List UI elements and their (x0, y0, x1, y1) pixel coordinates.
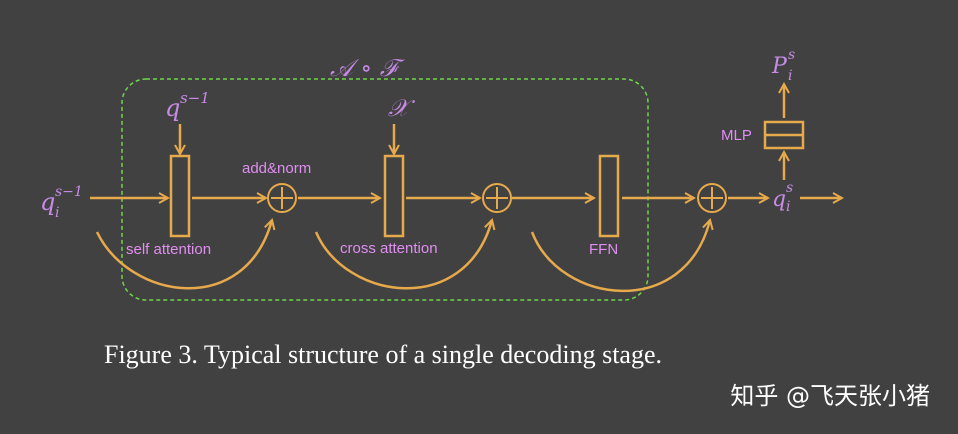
prediction-label: P s i (771, 47, 795, 84)
mlp-label: MLP (721, 127, 752, 144)
ffn-block-icon (598, 154, 620, 238)
figure-caption: Figure 3. Typical structure of a single … (104, 340, 662, 369)
query-prev-label: q s−1 (165, 89, 210, 122)
self-attention-block-icon (169, 154, 191, 238)
ffn-label: FFN (589, 241, 618, 258)
svg-text:P: P (771, 54, 788, 79)
residual-arc-2 (314, 220, 492, 290)
svg-text:i: i (788, 68, 792, 84)
self-attention-label: self attention (126, 241, 211, 258)
svg-text:s−1: s−1 (180, 89, 210, 107)
output-query-label: q s i (772, 180, 793, 215)
memory-label: 𝒳 (388, 94, 416, 122)
add-norm-label: add&norm (242, 160, 311, 177)
svg-text:i: i (55, 205, 59, 221)
svg-text:s: s (786, 180, 793, 196)
input-query-label: q s−1 i (40, 184, 83, 221)
svg-text:s: s (788, 47, 795, 63)
add-norm-3-icon (697, 183, 727, 213)
group-boundary (121, 78, 649, 301)
residual-arc-1 (95, 220, 272, 290)
add-norm-2-icon (482, 183, 512, 213)
svg-text:q: q (772, 187, 786, 212)
cross-attention-label: cross attention (340, 240, 438, 257)
svg-text:s−1: s−1 (55, 184, 83, 200)
residual-arc-3 (530, 220, 710, 293)
cross-attention-block-icon (383, 154, 405, 238)
svg-text:i: i (786, 199, 790, 215)
mlp-block-icon (763, 120, 805, 150)
watermark: 知乎 @飞天张小猪 (730, 382, 930, 410)
group-label: 𝒜 ∘ ℱ (330, 54, 406, 82)
add-norm-1-icon (267, 183, 297, 213)
svg-text:q: q (165, 94, 180, 122)
svg-text:q: q (40, 188, 55, 216)
